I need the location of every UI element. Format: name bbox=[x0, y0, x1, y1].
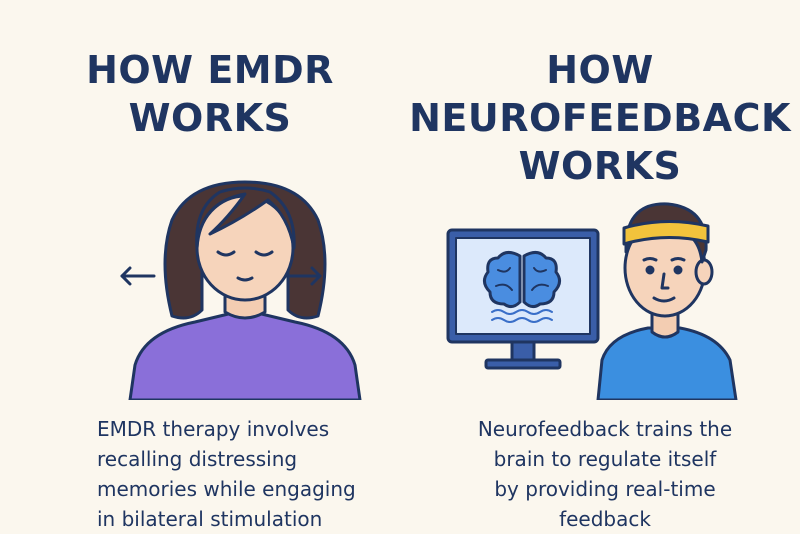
neurofeedback-panel: HOW NEUROFEEDBACK WORKS bbox=[400, 0, 800, 533]
neurofeedback-description-line: by providing real-time bbox=[494, 477, 716, 501]
neurofeedback-shirt bbox=[596, 326, 738, 400]
emdr-heading-line: WORKS bbox=[128, 96, 292, 140]
emdr-description-line: EMDR therapy involves bbox=[97, 417, 330, 441]
brain-icon bbox=[483, 251, 561, 309]
arrow-left-icon bbox=[120, 266, 156, 286]
neurofeedback-heading-line: NEUROFEEDBACK bbox=[409, 96, 791, 140]
emdr-description-line: memories while engaging bbox=[97, 477, 356, 501]
neurofeedback-description-line: brain to regulate itself bbox=[493, 447, 717, 471]
neurofeedback-headband bbox=[622, 220, 710, 246]
neurofeedback-description-line: feedback bbox=[559, 507, 651, 531]
emdr-eye-left bbox=[216, 250, 236, 257]
emdr-heading-line: HOW EMDR bbox=[86, 48, 334, 92]
emdr-fringe bbox=[195, 186, 296, 250]
emdr-person-illustration bbox=[120, 180, 362, 400]
neurofeedback-heading-line: HOW bbox=[546, 48, 654, 92]
neurofeedback-heading: HOW NEUROFEEDBACK WORKS bbox=[400, 46, 800, 190]
wave-icon bbox=[491, 309, 553, 323]
neurofeedback-heading-line: WORKS bbox=[518, 144, 682, 188]
emdr-description-line: recalling distressing bbox=[97, 447, 298, 471]
emdr-shirt bbox=[128, 308, 362, 400]
neurofeedback-illustration bbox=[446, 202, 738, 400]
emdr-description: EMDR therapy involves recalling distress… bbox=[97, 414, 397, 534]
emdr-heading: HOW EMDR WORKS bbox=[30, 46, 390, 142]
emdr-panel: HOW EMDR WORKS bbox=[30, 46, 397, 534]
emdr-eye-right bbox=[254, 250, 274, 257]
neurofeedback-description: Neurofeedback trains the brain to regula… bbox=[440, 414, 770, 534]
arrow-right-icon bbox=[286, 266, 322, 286]
neurofeedback-description-line: Neurofeedback trains the bbox=[477, 417, 733, 441]
emdr-mouth bbox=[236, 276, 254, 282]
emdr-description-line: in bilateral stimulation bbox=[97, 507, 323, 531]
